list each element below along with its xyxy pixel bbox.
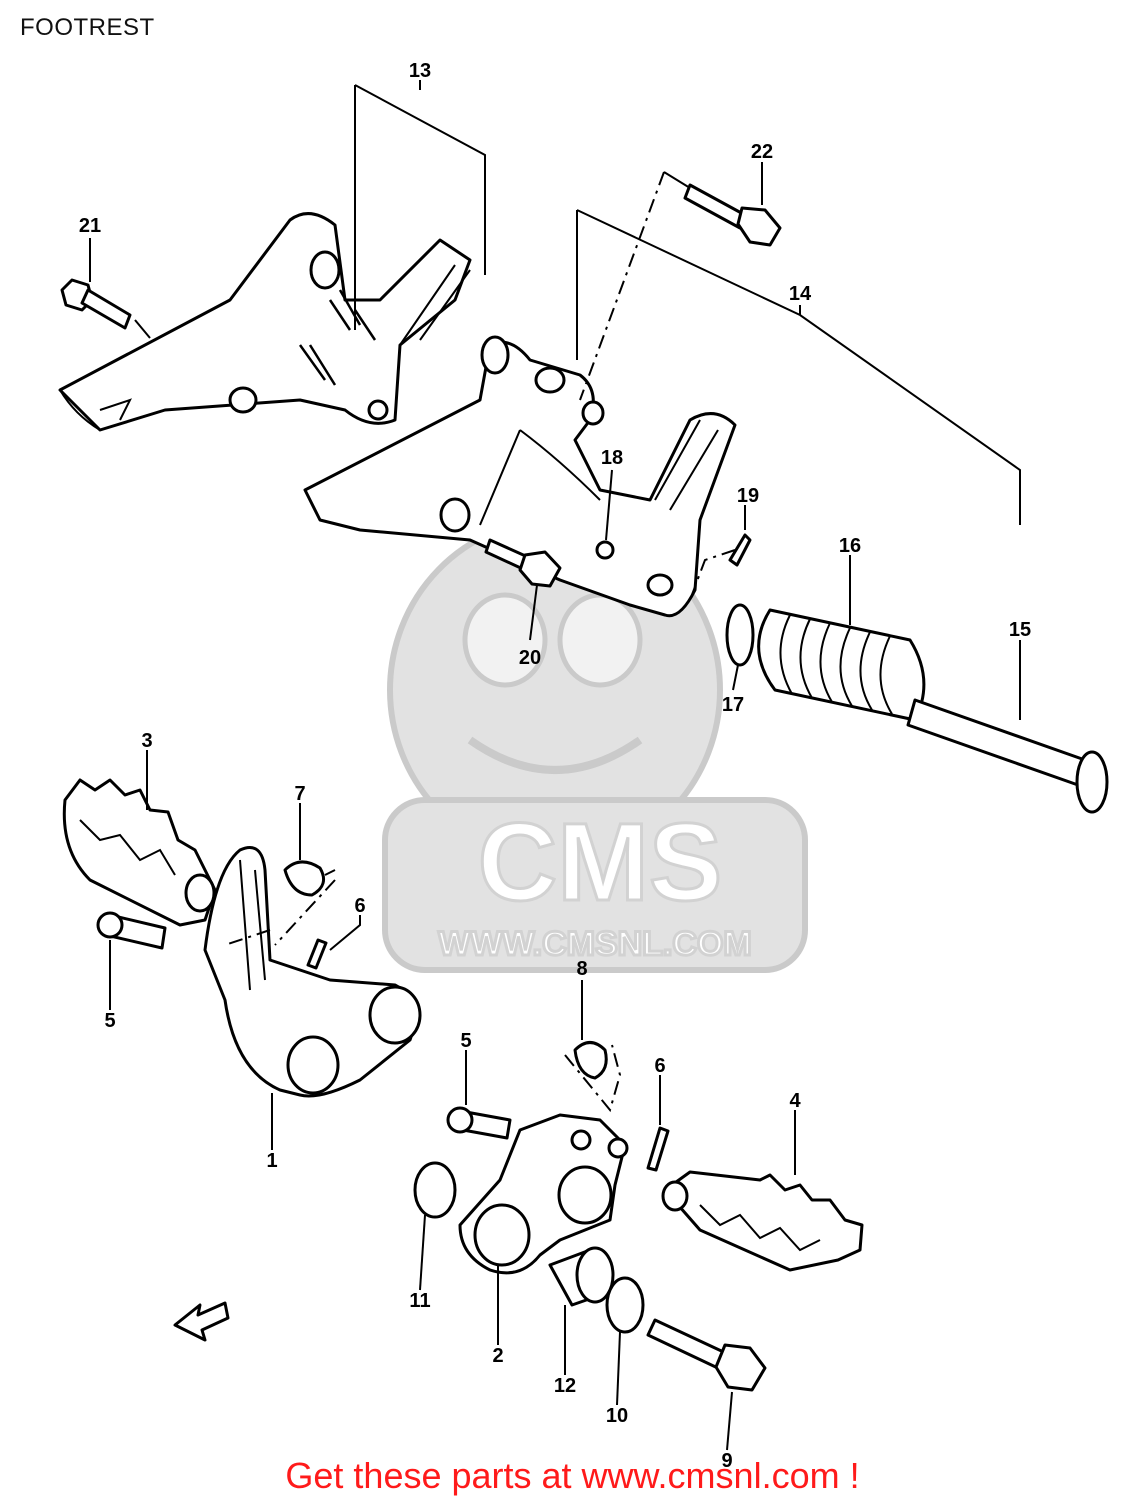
- part-6-pin-lower: [646, 1126, 670, 1172]
- part-19-cotter-pin: [728, 533, 752, 567]
- callout-8: 8: [576, 958, 587, 980]
- part-10-washer: [605, 1276, 645, 1334]
- diagram-title: FOOTREST: [20, 14, 155, 41]
- leader-lines: [89, 80, 1021, 1451]
- callout-1: 1: [266, 1150, 277, 1172]
- part-5-pin-lower: [446, 1106, 512, 1140]
- part-20-bolt: [484, 538, 562, 588]
- callout-9: 9: [721, 1450, 732, 1472]
- watermark-url: WWW.CMSNL.COM: [438, 925, 752, 963]
- callout-3: 3: [141, 730, 152, 752]
- part-6-pin-upper: [306, 938, 328, 970]
- part-7-spring: [283, 860, 336, 897]
- part-16-rubber: [757, 608, 926, 722]
- front-direction-arrow-icon: [173, 1301, 230, 1342]
- callout-19: 19: [737, 485, 759, 507]
- callout-22: 22: [751, 141, 773, 163]
- callout-15: 15: [1009, 619, 1031, 641]
- watermark-banner: [382, 797, 808, 973]
- watermark: CMS WWW.CMSNL.COM: [382, 517, 808, 973]
- part-13-bracket-left: [58, 212, 472, 432]
- callout-10: 10: [606, 1405, 628, 1427]
- callout-6-upper: 6: [354, 895, 365, 917]
- part-17-washer: [725, 603, 755, 667]
- callout-14: 14: [789, 283, 812, 305]
- callout-5-upper: 5: [104, 1010, 115, 1032]
- part-14-bracket-right: [303, 335, 737, 618]
- watermark-brand: CMS: [478, 801, 722, 924]
- part-4-footpeg: [661, 1170, 864, 1272]
- callout-17: 17: [722, 694, 744, 716]
- footer-link[interactable]: Get these parts at www.cmsnl.com !: [285, 1455, 860, 1496]
- part-22-bolt: [683, 183, 782, 247]
- part-21-bolt: [60, 278, 151, 339]
- part-2-holder: [458, 1113, 629, 1275]
- callout-labels: 13 22 21 14 18 19 16 20 15 17 3 7 6 5 8 …: [79, 60, 1031, 1472]
- part-11-washer: [413, 1161, 457, 1219]
- callout-20: 20: [519, 647, 541, 669]
- callout-5-lower: 5: [460, 1030, 471, 1052]
- callout-7: 7: [294, 783, 305, 805]
- callout-4: 4: [789, 1090, 801, 1112]
- callout-16: 16: [839, 535, 861, 557]
- part-15-pin: [906, 698, 1109, 814]
- callout-6-lower: 6: [654, 1055, 665, 1077]
- part-8-spring: [573, 1041, 608, 1080]
- callout-12: 12: [554, 1375, 576, 1397]
- part-12-collar: [548, 1246, 617, 1307]
- part-5-pin-upper: [96, 911, 167, 950]
- part-9-bolt: [646, 1318, 767, 1392]
- part-3-footpeg: [62, 778, 217, 927]
- callout-21: 21: [79, 215, 101, 237]
- callout-11: 11: [409, 1290, 430, 1312]
- callout-18: 18: [601, 447, 623, 469]
- part-1-holder: [203, 846, 422, 1098]
- callout-2: 2: [492, 1345, 503, 1367]
- callout-13: 13: [409, 60, 431, 82]
